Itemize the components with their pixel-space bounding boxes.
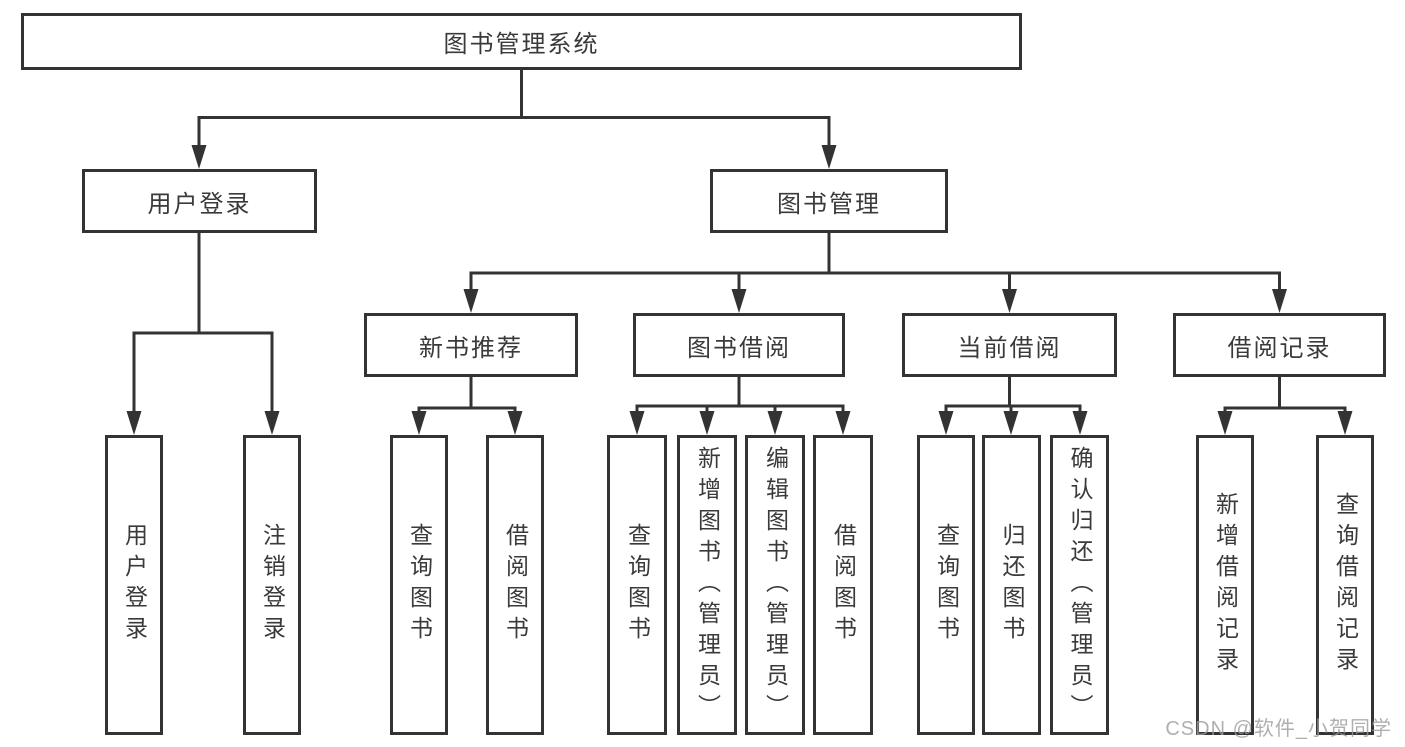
leaf-bb-edit-books-admin-label: 编辑图书（管理员） — [762, 445, 789, 725]
leaf-bb-add-books-admin: 新增图书（管理员） — [677, 435, 737, 735]
leaf-bb-edit-books-admin: 编辑图书（管理员） — [745, 435, 805, 735]
leaf-nr-borrow-books-label: 借阅图书 — [502, 523, 529, 647]
node-book-borrowing: 图书借阅 — [633, 313, 845, 377]
leaf-cb-query-books-label: 查询图书 — [933, 523, 960, 647]
node-book-management: 图书管理 — [710, 169, 948, 233]
node-borrowing-records: 借阅记录 — [1173, 313, 1386, 377]
leaf-user-login: 用户登录 — [105, 435, 163, 735]
leaf-cb-return-books: 归还图书 — [982, 435, 1041, 735]
leaf-bb-borrow-books-label: 借阅图书 — [830, 523, 857, 647]
node-user-login: 用户登录 — [82, 169, 317, 233]
watermark: CSDN @软件_小贺同学 — [1165, 718, 1392, 740]
leaf-br-query-record: 查询借阅记录 — [1316, 435, 1374, 735]
leaf-br-add-record: 新增借阅记录 — [1196, 435, 1254, 735]
leaf-nr-query-books-label: 查询图书 — [406, 523, 433, 647]
node-new-book-recommend: 新书推荐 — [364, 313, 578, 377]
leaf-bb-borrow-books: 借阅图书 — [813, 435, 873, 735]
leaf-logout-label: 注销登录 — [259, 523, 286, 647]
leaf-br-add-record-label: 新增借阅记录 — [1212, 492, 1239, 678]
leaf-cb-return-books-label: 归还图书 — [999, 523, 1025, 647]
leaf-bb-query-books-label: 查询图书 — [624, 523, 651, 647]
leaf-user-login-label: 用户登录 — [121, 523, 148, 647]
node-current-borrowing: 当前借阅 — [902, 313, 1117, 377]
leaf-cb-query-books: 查询图书 — [917, 435, 975, 735]
leaf-cb-confirm-return-admin-label: 确认归还（管理员） — [1067, 445, 1093, 725]
leaf-bb-query-books: 查询图书 — [607, 435, 667, 735]
leaf-nr-query-books: 查询图书 — [390, 435, 448, 735]
leaf-br-query-record-label: 查询借阅记录 — [1332, 492, 1359, 678]
leaf-cb-confirm-return-admin: 确认归还（管理员） — [1050, 435, 1109, 735]
node-root: 图书管理系统 — [21, 13, 1022, 70]
leaf-bb-add-books-admin-label: 新增图书（管理员） — [694, 445, 721, 725]
leaf-logout: 注销登录 — [243, 435, 301, 735]
leaf-nr-borrow-books: 借阅图书 — [486, 435, 544, 735]
